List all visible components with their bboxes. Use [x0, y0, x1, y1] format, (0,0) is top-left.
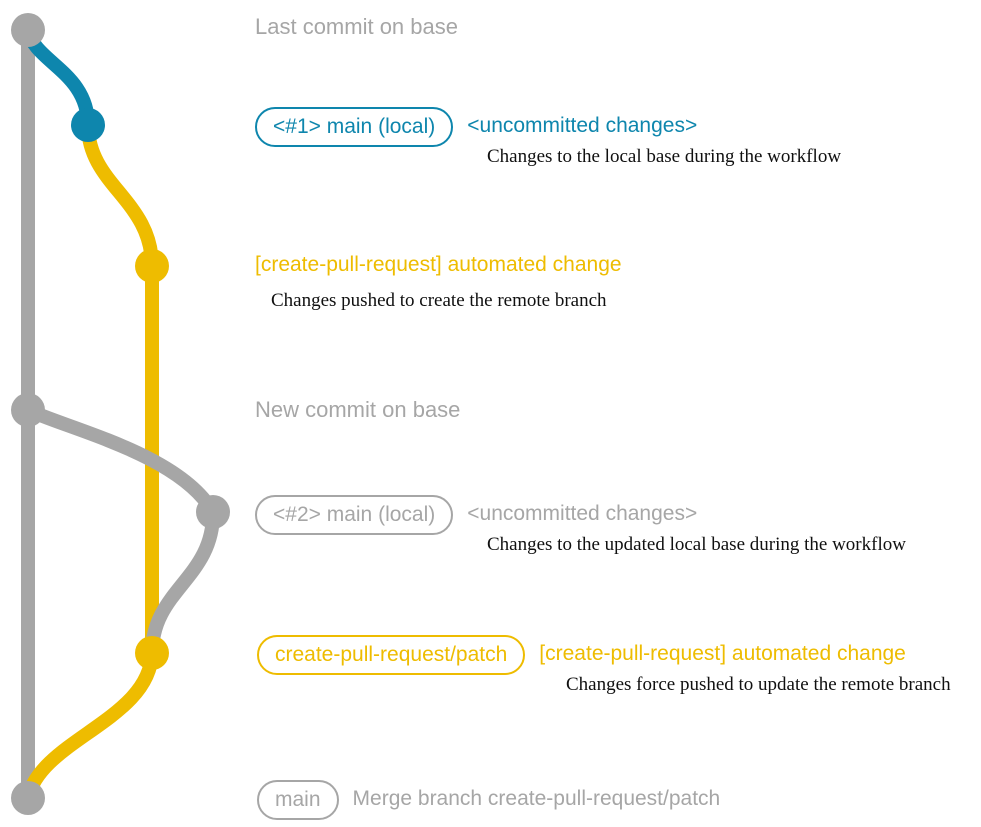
commit-row-5: main Merge branch create-pull-request/pa…	[257, 780, 720, 820]
commit-node-merge-commit[interactable]	[11, 781, 45, 815]
heading-last-commit-on-base: Last commit on base	[255, 14, 458, 39]
commit-node-automated-change-1[interactable]	[135, 249, 169, 283]
edge-local-blue-to-patch-1	[81, 118, 159, 273]
commit-node-local-uncommitted-2[interactable]	[196, 495, 230, 529]
commit-subject-5: Merge branch create-pull-request/patch	[352, 787, 721, 810]
branch-badge-main-local-1[interactable]: <#1> main (local)	[255, 107, 454, 147]
commit-row-2: [create-pull-request] automated change	[255, 253, 622, 276]
branch-badge-wrap-5: main	[257, 780, 339, 820]
commit-node-local-uncommitted-1[interactable]	[71, 108, 105, 142]
commit-subject-wrap-3: <uncommitted changes>	[467, 495, 697, 525]
branch-badge-create-pull-request-patch[interactable]: create-pull-request/patch	[257, 635, 526, 675]
branch-badge-main[interactable]: main	[257, 780, 339, 820]
commit-subject-4: [create-pull-request] automated change	[539, 642, 906, 665]
commit-node-automated-change-2[interactable]	[135, 636, 169, 670]
commit-row-3: <#2> main (local) <uncommitted changes>	[255, 495, 697, 535]
branch-badge-wrap-4: create-pull-request/patch	[257, 635, 526, 675]
edge-local-gray-to-patch-2	[145, 505, 221, 660]
commit-note-3: Changes to the updated local base during…	[487, 534, 906, 555]
commit-subject-wrap-4: [create-pull-request] automated change	[539, 635, 906, 665]
commit-node-new-commit-on-base[interactable]	[11, 393, 45, 427]
commit-node-last-commit-on-base[interactable]	[11, 13, 45, 47]
commit-note-4: Changes force pushed to update the remot…	[566, 674, 951, 695]
branch-badge-wrap-1: <#1> main (local)	[255, 107, 454, 147]
commit-subject-3: <uncommitted changes>	[467, 502, 698, 525]
commit-subject-2: [create-pull-request] automated change	[255, 253, 622, 276]
edge-patch-to-merge	[21, 646, 159, 805]
branch-badge-wrap-3: <#2> main (local)	[255, 495, 454, 535]
heading-new-commit-on-base: New commit on base	[255, 397, 461, 422]
commit-note-2: Changes pushed to create the remote bran…	[271, 290, 607, 311]
commit-note-1: Changes to the local base during the wor…	[487, 146, 842, 167]
commit-subject-wrap-1: <uncommitted changes>	[467, 107, 697, 137]
commit-subject-1: <uncommitted changes>	[467, 114, 698, 137]
edge-base-to-local-gray	[21, 403, 220, 519]
commit-row-4: create-pull-request/patch [create-pull-r…	[257, 635, 906, 675]
branch-badge-main-local-2[interactable]: <#2> main (local)	[255, 495, 454, 535]
commit-subject-wrap-5: Merge branch create-pull-request/patch	[353, 780, 721, 810]
commit-row-1: <#1> main (local) <uncommitted changes>	[255, 107, 697, 147]
